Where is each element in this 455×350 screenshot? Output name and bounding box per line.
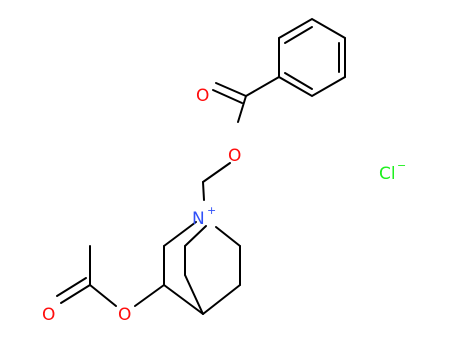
carbonyl-to-ester-oxygen-bond <box>237 95 247 123</box>
ring-to-ester-oxygen-bond <box>134 284 165 307</box>
oxygen-benzoyl-carbonyl-label: O <box>196 86 209 106</box>
carbonyl-double-bond <box>212 89 243 104</box>
cage-bond <box>184 225 207 247</box>
acetyl-carbonyl-double-bond <box>60 284 91 304</box>
cage-bond <box>163 221 197 247</box>
cage-bond <box>202 284 241 315</box>
carbonyl-double-bond <box>215 82 247 97</box>
oxygen-acetyl-ester-label: O <box>118 305 131 325</box>
benzene-double-bond <box>284 72 313 90</box>
cage-bond <box>163 284 204 315</box>
bonds <box>56 17 346 315</box>
atom-labels: O O N + O O Cl − <box>42 86 406 325</box>
chloride-charge-label: − <box>397 159 406 172</box>
benzene-ring <box>278 17 346 98</box>
ester-oxygen-to-ch2-bond <box>202 162 231 183</box>
acetyl-carbonyl-double-bond <box>56 277 87 297</box>
chloride-label: Cl <box>379 164 396 184</box>
ester-oxygen-to-carbonyl-bond <box>89 284 117 307</box>
nitrogen-label: N <box>192 209 205 229</box>
benzene-double-bond <box>284 26 313 44</box>
oxygen-acetyl-carbonyl-label: O <box>42 305 55 325</box>
cage-bond <box>184 274 204 315</box>
ring-to-carbonyl-bond <box>245 76 280 97</box>
ch2-to-nitrogen-bond <box>202 181 205 201</box>
oxygen-benzoyl-ester-label: O <box>228 146 241 166</box>
nitrogen-charge-label: + <box>207 204 216 217</box>
cage-bond <box>215 226 241 247</box>
